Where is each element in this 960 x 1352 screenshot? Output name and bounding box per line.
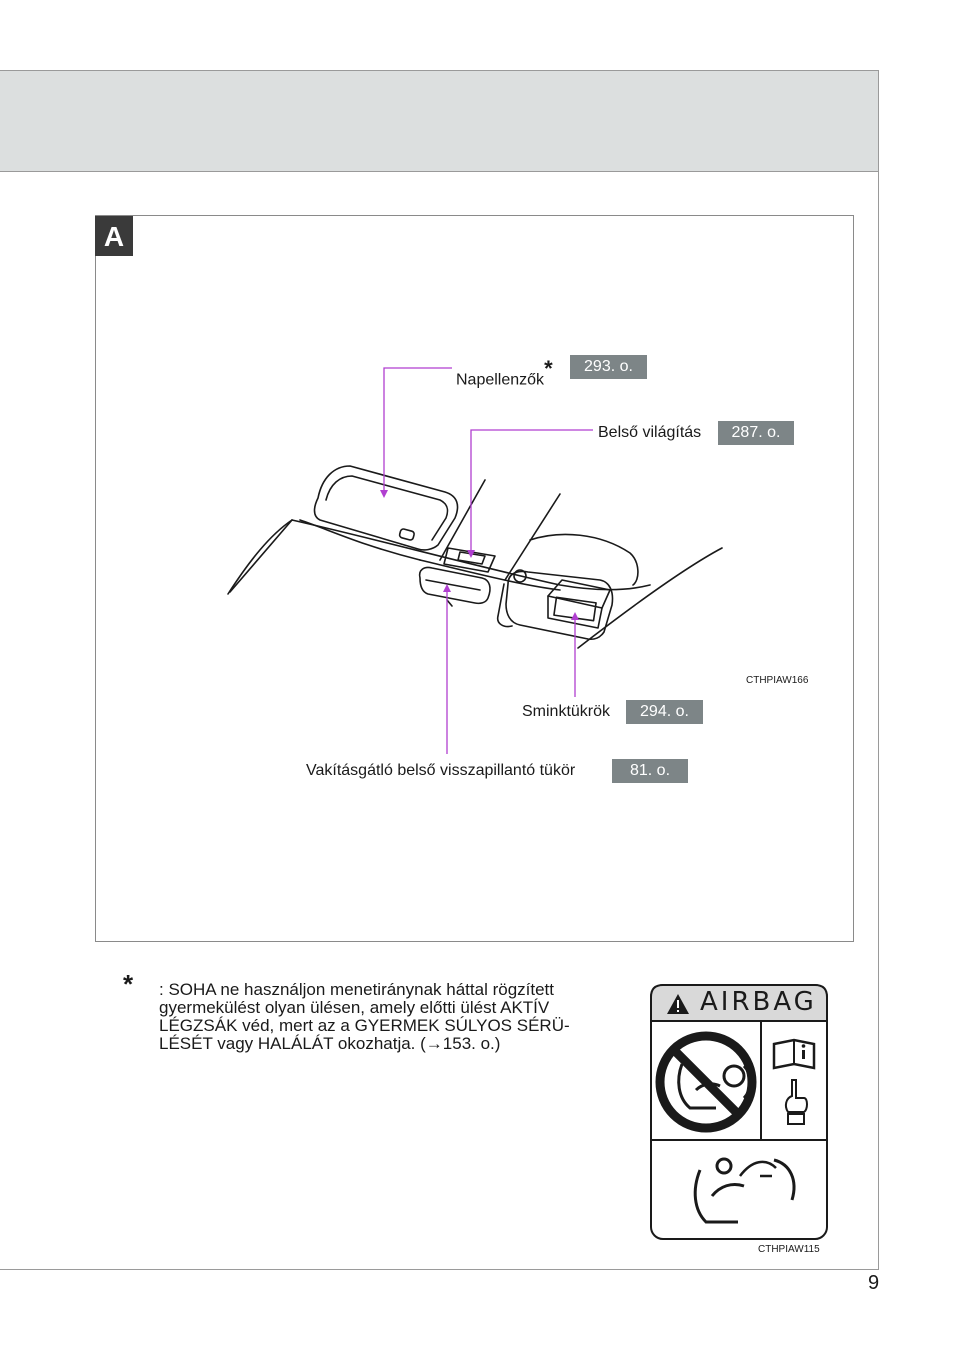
header-band: [0, 70, 878, 172]
page-number: 9: [868, 1272, 880, 1294]
callout-label-rear-mirror: Vakításgátló belső visszapillantó tükör: [306, 762, 576, 779]
callout-label-sun-visor: Napellenzők*: [456, 356, 553, 389]
section-tag: A: [95, 216, 133, 256]
sun-visor-right: [505, 570, 614, 641]
bottom-rule: [0, 1269, 879, 1270]
page-ref-rear-mirror[interactable]: 81. o.: [612, 759, 688, 783]
page-ref-sun-visor[interactable]: 293. o.: [570, 355, 647, 379]
callout-label-interior-light: Belső világítás: [598, 424, 702, 441]
airbag-label-title: AIRBAG: [700, 987, 817, 1017]
rear-view-mirror: [418, 566, 491, 605]
callout-line-interior-light: [470, 429, 593, 554]
airbag-warning-label: [650, 984, 828, 1240]
right-margin-rule: [878, 70, 879, 1270]
sun-visor-left: [313, 465, 459, 551]
footnote: * : SOHA ne használjon menetiránynak hát…: [123, 971, 623, 1053]
page-ref-vanity-mirror[interactable]: 294. o.: [626, 700, 703, 724]
footnote-marker: *: [123, 969, 134, 999]
callout-label-vanity-mirror: Sminktükrök: [522, 703, 611, 720]
figure-image-code: CTHPIAW166: [746, 675, 809, 686]
page-ref-interior-light[interactable]: 287. o.: [718, 421, 794, 445]
attention-finger-icon: [784, 1079, 808, 1113]
figure-frame: [95, 215, 854, 942]
windshield-left-edge: [227, 519, 293, 595]
airbag-image-code: CTHPIAW115: [758, 1244, 820, 1255]
callout-line-sun-visor: [383, 367, 452, 494]
child-seat-forward-icon: [693, 1157, 796, 1224]
windshield-right-edge: [577, 547, 723, 649]
interior-light: [443, 547, 496, 573]
footnote-text: : SOHA ne használjon menetiránynak hátta…: [159, 980, 570, 1053]
